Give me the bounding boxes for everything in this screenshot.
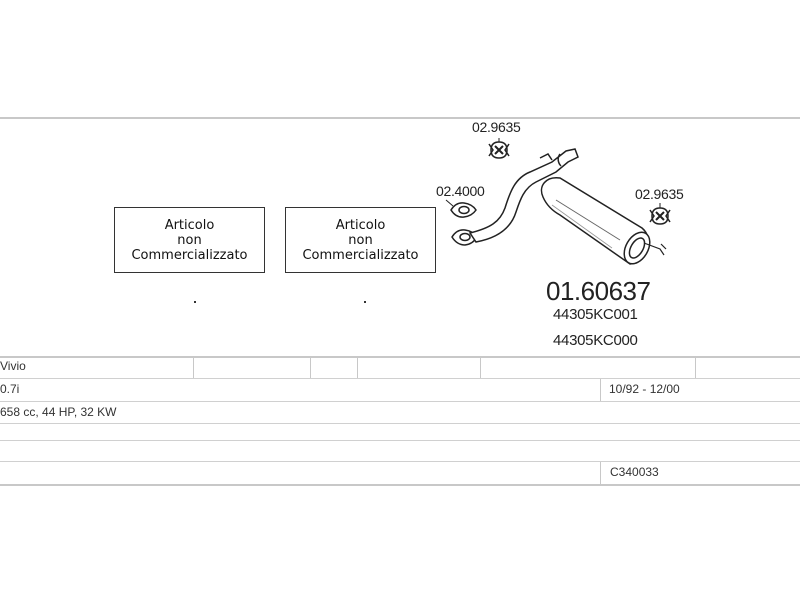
part-number-gasket[interactable]: 02.4000 [436, 183, 485, 199]
table-col-divider [695, 357, 696, 378]
table-row-line [0, 378, 800, 379]
table-row-line [0, 356, 800, 358]
box-line: Commercializzato [302, 247, 419, 263]
muffler-body [540, 177, 651, 265]
rubber-hanger-right [649, 207, 671, 225]
table-row-line [0, 461, 800, 462]
production-years: 10/92 - 12/00 [609, 382, 680, 396]
exhaust-pipe [468, 148, 579, 243]
box-line: Articolo [164, 217, 215, 233]
part-number-hanger-right[interactable]: 02.9635 [635, 186, 684, 202]
table-row-line [0, 440, 800, 441]
table-row-line [0, 401, 800, 402]
table-col-divider [193, 357, 194, 378]
dot-mark [364, 301, 366, 303]
table-row-line [0, 423, 800, 424]
not-sold-box-2: Articolo non Commercializzato [285, 207, 436, 273]
table-col-divider [480, 357, 481, 378]
dot-mark [194, 301, 196, 303]
not-sold-box-1: Articolo non Commercializzato [114, 207, 265, 273]
part-number-muffler[interactable]: 01.60637 [546, 276, 651, 306]
table-col-divider [357, 357, 358, 378]
flange-gasket [445, 199, 477, 218]
table-col-divider [600, 462, 601, 484]
box-line: Commercializzato [131, 247, 248, 263]
box-line: non [348, 232, 373, 248]
oem-number-2: 44305KC000 [553, 332, 638, 349]
catalog-code: C340033 [610, 465, 659, 479]
engine-type: 0.7i [0, 382, 20, 396]
oem-number-1: 44305KC001 [553, 306, 638, 323]
vehicle-model: Vivio [0, 359, 26, 373]
table-top-border [0, 117, 800, 119]
engine-specs: 658 cc, 44 HP, 32 KW [0, 405, 117, 419]
box-line: non [177, 232, 202, 248]
table-bottom-border [0, 484, 800, 486]
rubber-hanger-top [488, 141, 510, 159]
tail-pipe [643, 242, 667, 256]
table-col-divider [310, 357, 311, 378]
part-number-hanger-top[interactable]: 02.9635 [472, 119, 521, 135]
box-line: Articolo [335, 217, 386, 233]
table-col-divider [600, 379, 601, 401]
